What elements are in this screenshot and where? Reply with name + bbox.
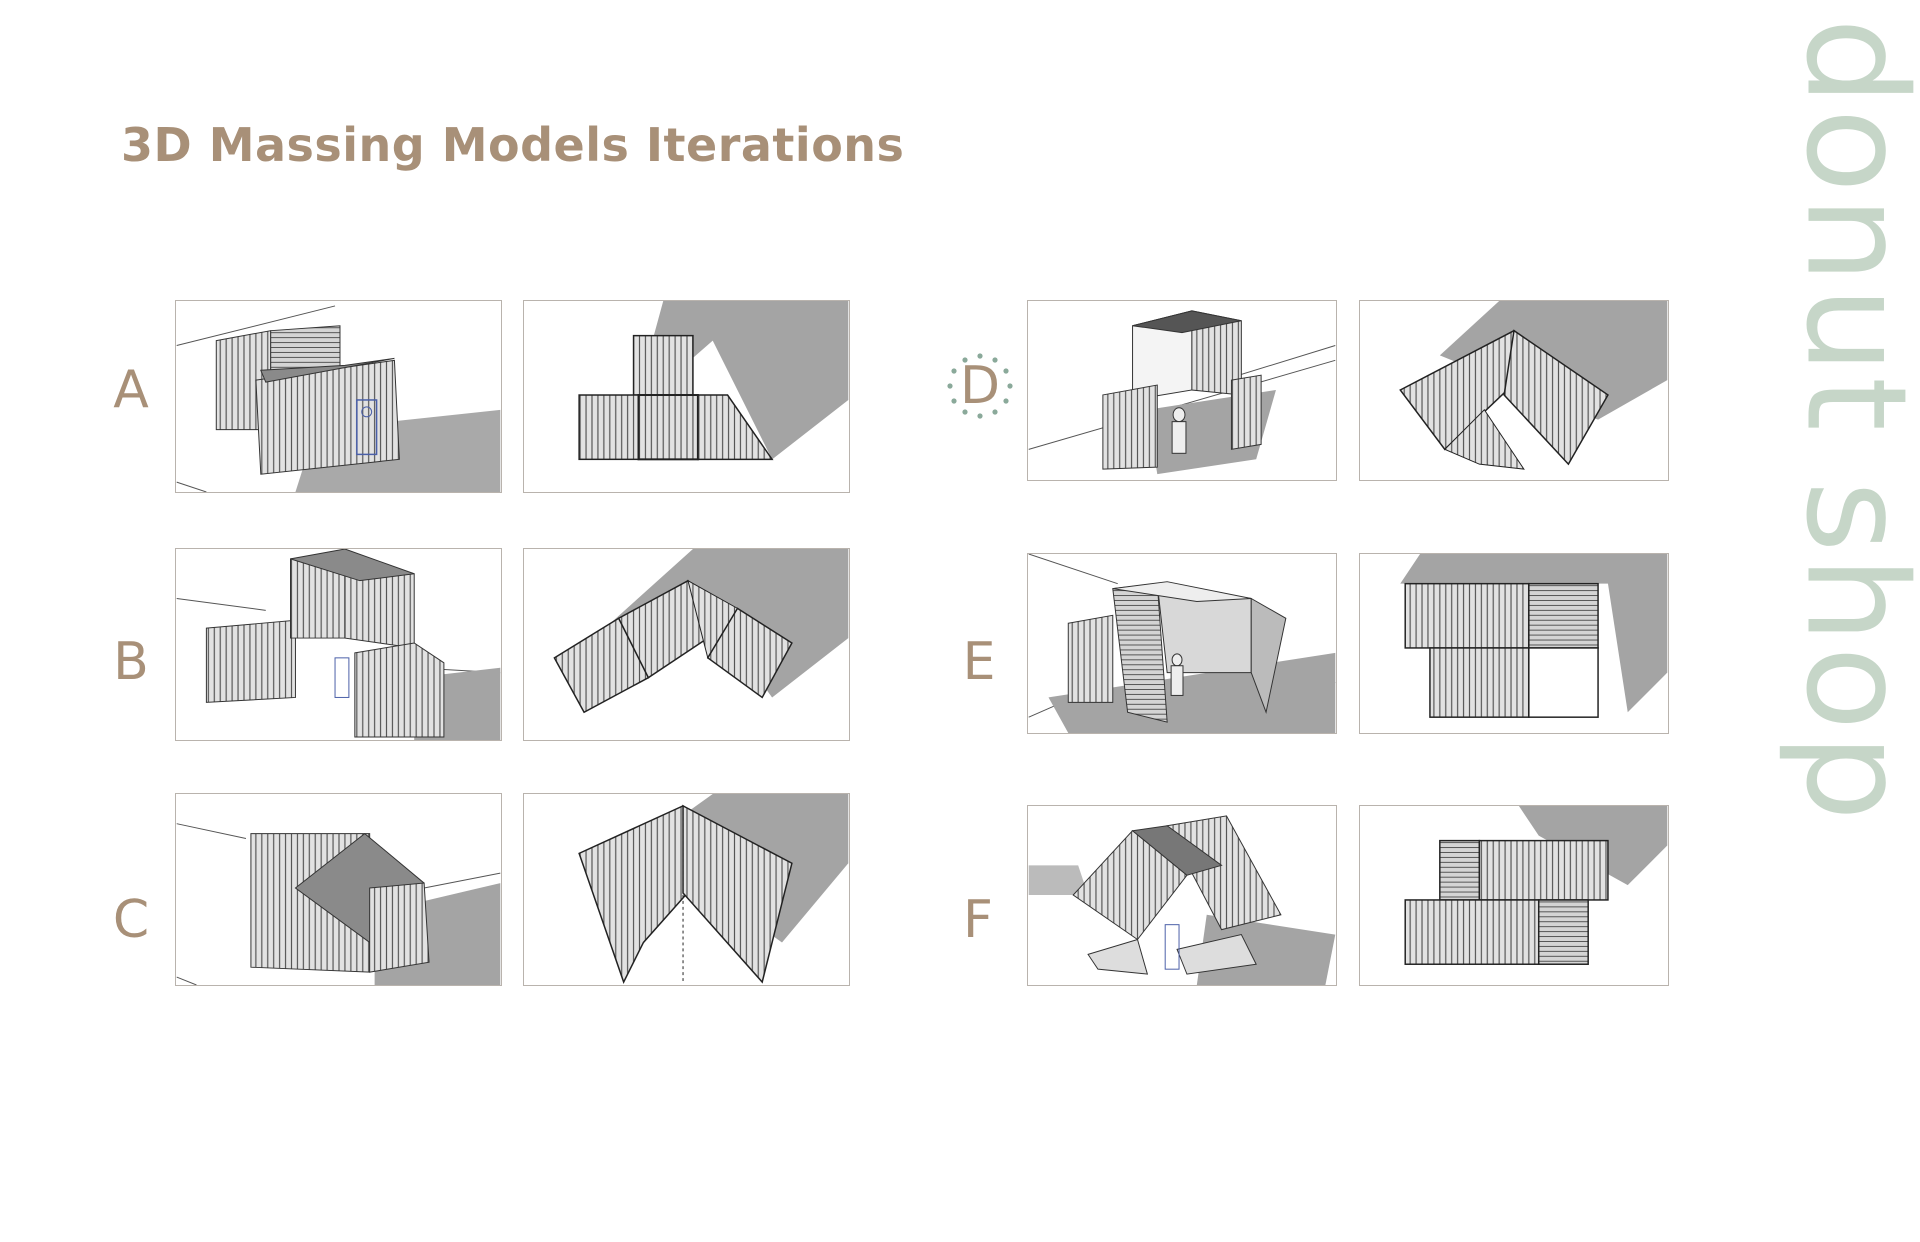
iteration-label-a: A	[113, 360, 149, 420]
iteration-label-f: F	[963, 890, 993, 950]
iteration-a-perspective	[175, 300, 502, 493]
iteration-label-c: C	[112, 890, 150, 950]
iteration-e-perspective	[1027, 553, 1337, 734]
side-title: donut shop	[1776, 16, 1920, 826]
iteration-a-plan	[523, 300, 850, 493]
iteration-c-plan	[523, 793, 850, 986]
iteration-label-e: E	[962, 632, 996, 692]
iteration-b-plan	[523, 548, 850, 741]
page-title: 3D Massing Models Iterations	[121, 118, 905, 172]
iteration-e-plan	[1359, 553, 1669, 734]
iteration-d-perspective	[1027, 300, 1337, 481]
iteration-d-plan	[1359, 300, 1669, 481]
iteration-b-perspective	[175, 548, 502, 741]
iteration-label-d: D	[959, 356, 1001, 416]
iteration-f-perspective	[1027, 805, 1337, 986]
iteration-f-plan	[1359, 805, 1669, 986]
side-title-text: donut shop	[1775, 17, 1920, 825]
selected-marker-icon	[947, 353, 1013, 419]
iteration-c-perspective	[175, 793, 502, 986]
iteration-label-b: B	[113, 632, 149, 692]
